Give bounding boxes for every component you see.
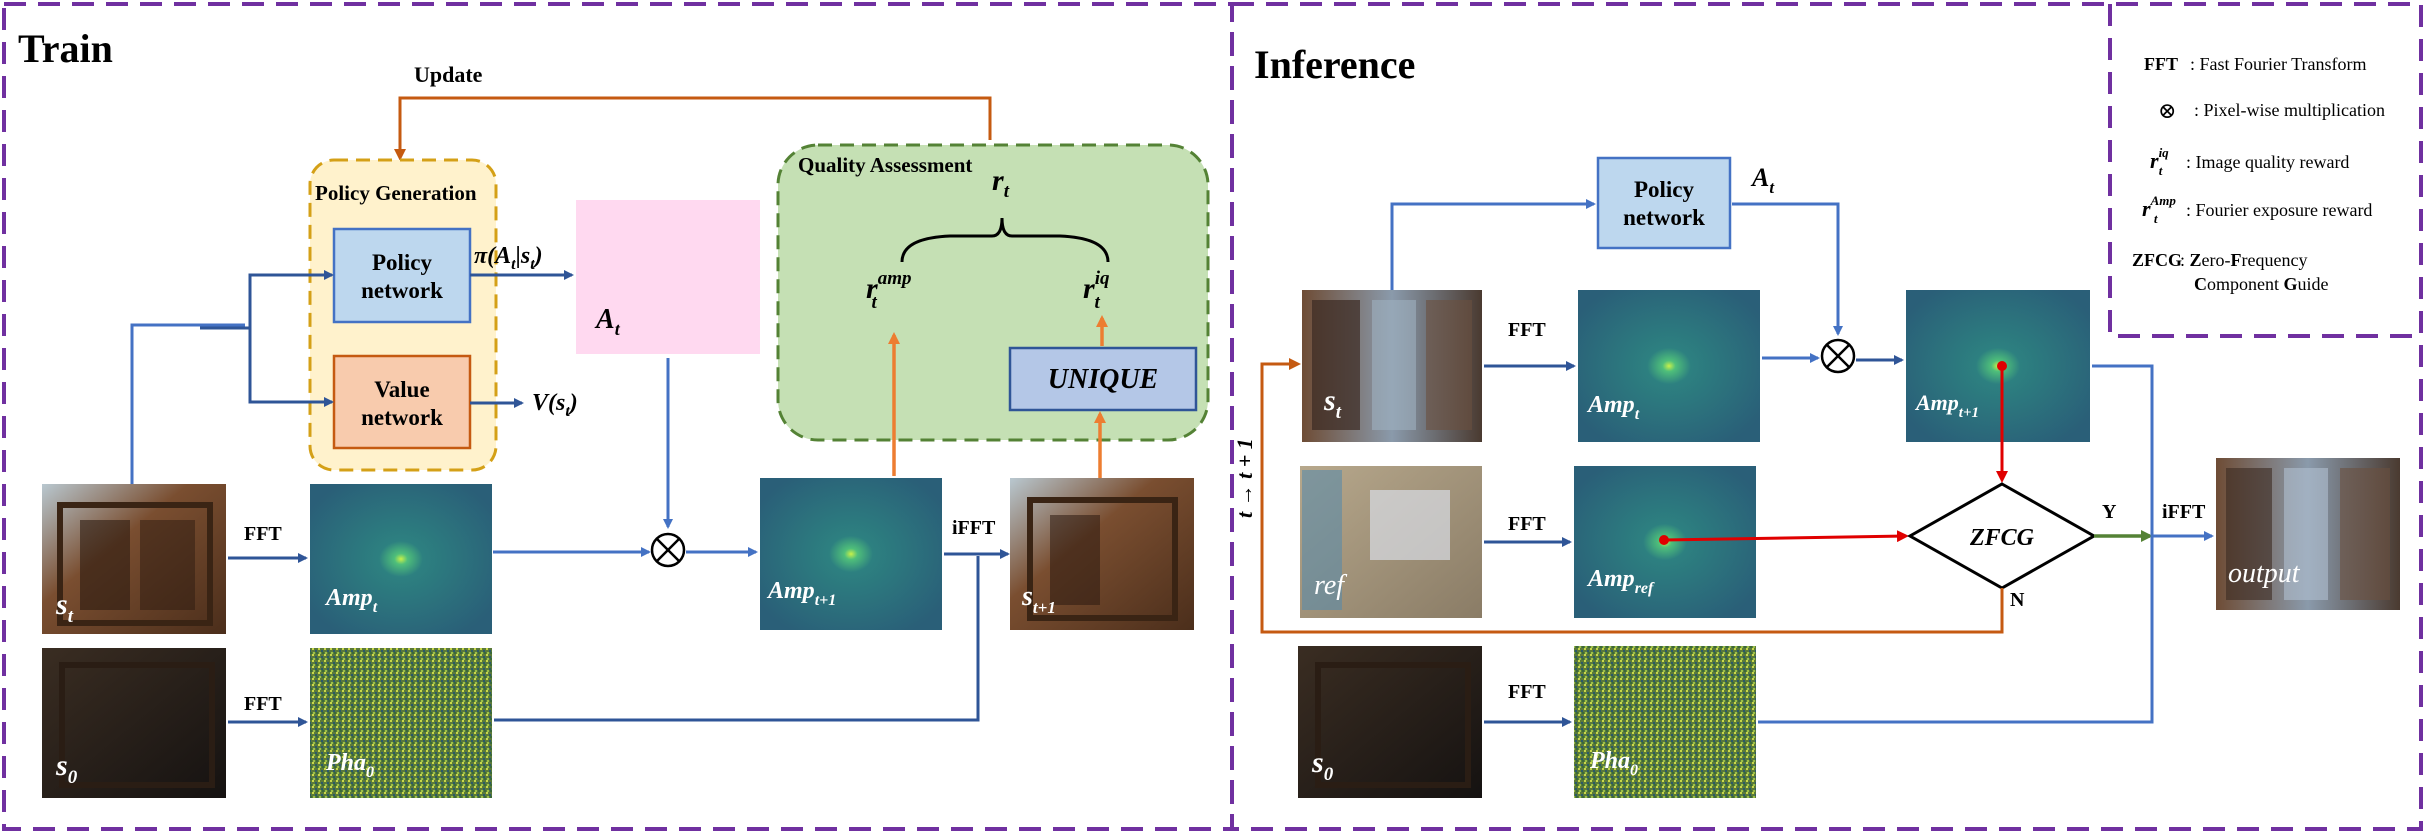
inf-fft-label-3: FFT [1508,681,1546,703]
legend-fft-key: FFT [2144,54,2178,74]
train-fft-label-2: FFT [244,693,282,715]
legend-frame [2108,4,2421,338]
zfcg-yes-label: Y [2102,501,2117,523]
pha-to-ifft-arrow [494,556,980,722]
train-ampnext-spectrum [760,478,942,630]
train-pha-label: Pha0 [325,750,374,781]
inf-ampnext-to-ifft-line [2092,364,2154,536]
policy-network-box [332,227,472,324]
legend-zfcg-desc-2: Component Guide [2194,274,2329,294]
to-value-arrow [248,328,334,407]
policy-network-label-2: network [361,278,443,303]
inf-state0-label: s0 [1311,746,1334,785]
inf-ampnext-label: Ampt+1 [1914,390,1979,421]
inf-state-label: st [1323,384,1342,423]
inf-action-label: At [1750,163,1775,197]
update-arrow [394,96,992,161]
train-state0-label: s0 [55,749,78,788]
action-box [576,200,760,354]
value-network-box [332,354,472,450]
legend-mult-desc: : Pixel-wise multiplication [2194,100,2385,120]
inf-state-to-policy-arrow [1390,199,1596,290]
inf-policy-network-box [1596,156,1732,250]
inf-fft-label-1: FFT [1508,319,1546,341]
inf-amp-label: Ampt [1586,392,1640,423]
legend-zfcg-desc-1: : Zero-Frequency [2180,250,2307,270]
inf-state-image [1302,290,1482,442]
state-to-networks-arrow [130,323,245,484]
legend-amp-desc: : Fourier exposure reward [2186,200,2372,220]
inf-multiply-icon [1820,338,1856,374]
legend-mult-key: ⊗ [2158,98,2176,123]
inf-ifft-label: iFFT [2162,501,2206,523]
inference-title: Inference [1254,42,1415,87]
train-amp-spectrum [310,484,492,634]
train-ampnext-label: Ampt+1 [766,578,836,609]
inf-pha-to-ifft-line [1758,536,2154,724]
value-output-label: V(st) [532,390,578,420]
value-network-label-1: Value [374,377,429,402]
loop-label: t → t + 1 [1232,438,1257,518]
inf-amp-spectrum [1578,290,1760,442]
inf-ampref-to-zfcg-arrow [1663,530,1909,543]
policy-output-label: π(At|st) [474,243,543,273]
train-state-label: st [55,588,74,627]
inf-pha-spectrum [1574,646,1756,798]
train-amp-label: Ampt [324,585,378,616]
inf-output-label: output [2228,558,2301,589]
value-network-label-2: network [361,405,443,430]
legend-iq-desc: : Image quality reward [2186,152,2349,172]
train-fft-label-1: FFT [244,523,282,545]
train-nextstate-label: st+1 [1021,581,1056,617]
update-label: Update [414,62,483,87]
train-title: Train [18,26,113,71]
zfcg-no-loop-arrow [1260,358,2004,634]
zfcg-label: ZFCG [1969,525,2035,551]
unique-label: UNIQUE [1048,364,1158,395]
reward-brace [900,217,1110,263]
train-state0-image [42,648,226,798]
train-ifft-label: iFFT [952,517,996,539]
train-nextstate-image [1010,478,1194,630]
inf-ref-image [1300,466,1482,618]
inf-policy-network-label-1: Policy [1634,177,1695,202]
reward-total: rt [992,164,1010,202]
zfcg-no-label: N [2010,589,2025,611]
inf-ampref-label: Ampref [1586,566,1655,597]
policy-network-label-1: Policy [372,250,433,275]
inf-ref-label: ref [1314,570,1347,601]
inf-pha-label: Pha0 [1589,748,1638,779]
legend-zfcg-key: ZFCG [2132,250,2182,270]
inf-output-image [2216,458,2400,610]
train-state-image [42,484,226,634]
inf-policy-to-mult-arrow [1732,202,1843,336]
unique-box [1008,346,1198,412]
inf-fft-label-2: FFT [1508,513,1546,535]
multiply-icon [650,532,686,568]
train-pha-spectrum [310,648,492,798]
legend-fft-desc: : Fast Fourier Transform [2190,54,2367,74]
inf-state0-image [1298,646,1482,798]
action-label: At [594,304,621,339]
quality-assessment-label: Quality Assessment [798,153,972,177]
inference-frame [1230,2,2423,831]
policy-generation-label: Policy Generation [315,181,477,205]
to-policy-arrow [200,270,334,330]
inf-policy-network-label-2: network [1623,205,1705,230]
